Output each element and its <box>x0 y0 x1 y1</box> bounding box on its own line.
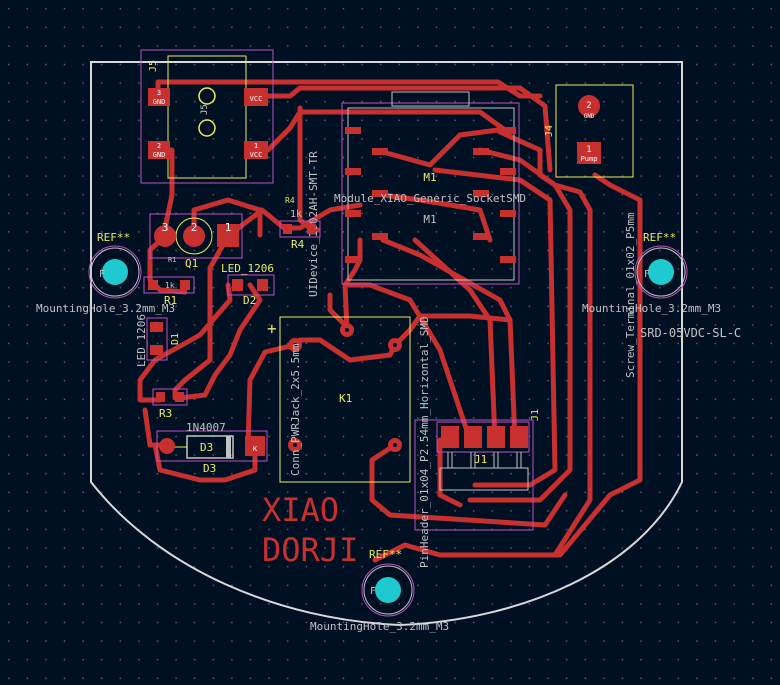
r1-value: 1k <box>165 281 175 290</box>
component-Q1[interactable]: 3 2 1 Q1 R1 <box>149 213 243 270</box>
component-D2[interactable]: LED_1206 D2 <box>221 262 275 307</box>
component-J5[interactable]: J5 J5 3 GND 2 GND VCC 1 VCC <box>140 49 274 184</box>
j5-ref-fab: J5 <box>200 104 210 115</box>
component-J4[interactable]: J4 2 GND 1 Pump Screw_Terminal_01x02_P5m… <box>544 84 637 378</box>
d3-pad-k: K <box>253 445 258 453</box>
q1-ref: Q1 <box>185 257 198 270</box>
copper-traces <box>137 79 643 563</box>
j5-pad2-num: 2 <box>157 142 161 150</box>
board-title-line2: DORJI <box>262 531 358 569</box>
hole-right-center: F <box>644 269 650 280</box>
component-D3[interactable]: K 1N4007 D3 D3 <box>156 421 268 475</box>
u-connector-label: UIDevice_1002AH-SMT-TR <box>307 151 320 297</box>
hole-bottom-value: MountingHole_3.2mm_M3 <box>310 620 449 633</box>
j1-fab-ref: J1 <box>474 453 487 466</box>
d1-value: LED_1206 <box>135 314 148 367</box>
d3-ref: D3 <box>203 462 216 475</box>
j4-pad2-name: GND <box>584 113 595 120</box>
j4-ref: J4 <box>544 125 555 137</box>
r4-small: R4 <box>285 196 295 205</box>
mounting-hole-right[interactable]: F REF** MountingHole_3.2mm_M3 <box>582 231 721 315</box>
component-J1[interactable]: J1 J1 PinHeader_01x04_P2.54mm_Horizontal… <box>414 316 541 568</box>
j5-vcc-top: VCC <box>250 95 263 103</box>
hole-left-ref: REF** <box>97 231 130 244</box>
j5-ref-rotated: J5 <box>148 60 159 72</box>
j4-footprint: Screw_Terminal_01x02_P5mm <box>624 212 637 378</box>
plus-marker: + <box>267 319 277 338</box>
d2-ref: D2 <box>243 294 256 307</box>
hole-left-value: MountingHole_3.2mm_M3 <box>36 302 175 315</box>
q1-sub: R1 <box>168 256 176 264</box>
mounting-hole-left[interactable]: F REF** MountingHole_3.2mm_M3 <box>36 231 175 315</box>
hole-right-ref: REF** <box>643 231 676 244</box>
k1-ref: K1 <box>339 392 352 405</box>
d2-value: LED_1206 <box>221 262 274 275</box>
hole-bottom-center: F <box>370 586 376 597</box>
j5-pad2-name: GND <box>153 151 166 159</box>
component-R1[interactable]: 1k R1 <box>143 276 195 307</box>
component-M1[interactable]: M1 Module_XIAO_Generic_SocketSMD M1 <box>334 91 526 285</box>
q1-pad1: 1 <box>225 221 232 234</box>
d3-fab-ref: D3 <box>200 441 213 454</box>
m1-fab-ref: M1 <box>423 213 436 226</box>
component-R4[interactable]: R4 1k R4 <box>279 196 321 251</box>
j5-pad-vcc-top[interactable] <box>244 88 268 106</box>
j5-pad-1[interactable] <box>244 141 268 159</box>
hole-right-value: MountingHole_3.2mm_M3 <box>582 302 721 315</box>
j4-pad2-num: 2 <box>586 101 591 111</box>
r1-ref: R1 <box>164 294 177 307</box>
r4-ref: R4 <box>291 238 305 251</box>
j5-pad1-num: 1 <box>254 142 258 150</box>
component-R3[interactable]: R3 <box>152 388 188 420</box>
j1-ref: J1 <box>530 409 541 421</box>
j4-pad1-name: Pump <box>581 155 598 163</box>
j4-pad-2[interactable] <box>578 95 600 117</box>
board-edge <box>90 61 683 627</box>
q1-pad2: 2 <box>191 221 198 234</box>
r3-ref: R3 <box>159 407 172 420</box>
mounting-hole-bottom[interactable]: F REF** MountingHole_3.2mm_M3 <box>310 548 449 633</box>
j5-pad1-name: VCC <box>250 151 263 159</box>
board-title-line1: XIAO <box>262 491 339 529</box>
j5-pad3-num: 3 <box>157 89 161 97</box>
j1-footprint: PinHeader_01x04_P2.54mm_Horizontal_SMD <box>418 316 431 568</box>
d1-ref: D1 <box>170 333 181 345</box>
pwrjack-label: Conn_PWRJack_2x5.5mm <box>289 343 302 476</box>
hole-left-center: F <box>99 269 105 280</box>
j4-pad-1[interactable] <box>577 142 601 164</box>
j5-pad3-name: GND <box>153 98 166 106</box>
j4-pad1-num: 1 <box>586 145 591 155</box>
k1-value: SRD-05VDC-SL-C <box>640 326 741 340</box>
r4-value: 1k <box>290 209 302 220</box>
j5-pad-3[interactable] <box>148 88 170 106</box>
m1-footprint: Module_XIAO_Generic_SocketSMD <box>334 192 526 205</box>
hole-bottom-ref: REF** <box>369 548 402 561</box>
component-K1[interactable]: K1 SRD-05VDC-SL-C <box>279 316 741 483</box>
m1-ref: M1 <box>423 171 436 184</box>
d3-value: 1N4007 <box>186 421 226 434</box>
q1-pad3: 3 <box>162 221 169 234</box>
j5-pad-2[interactable] <box>148 141 170 159</box>
component-D1[interactable]: LED_1206 D1 <box>135 314 181 367</box>
m1-pads <box>345 127 516 263</box>
